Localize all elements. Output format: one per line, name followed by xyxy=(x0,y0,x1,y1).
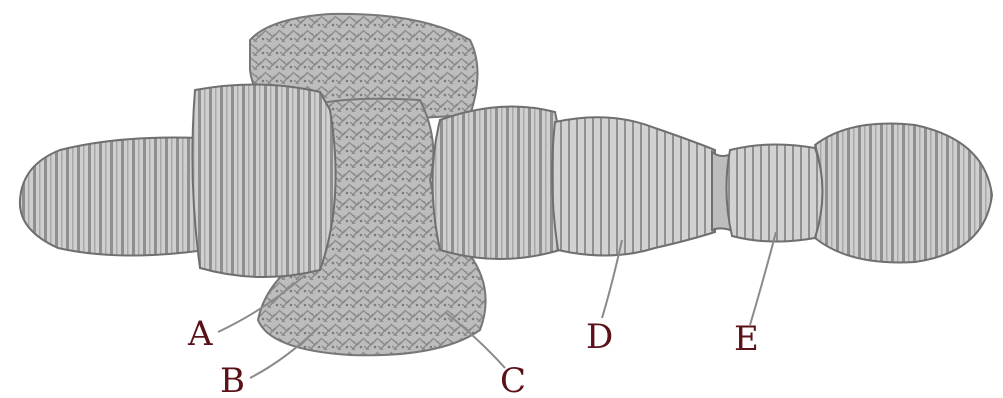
chromosome-mid-segment xyxy=(433,107,565,259)
chromosome-left-segment xyxy=(192,84,335,277)
label-a: A xyxy=(187,314,213,354)
leader-line-e xyxy=(750,232,776,325)
chromosome-segment-d xyxy=(552,117,715,255)
label-c: C xyxy=(500,361,526,398)
chromosome-right-end xyxy=(815,124,992,263)
label-e: E xyxy=(734,319,759,359)
chromosome-segment-e xyxy=(726,144,822,241)
label-d: D xyxy=(586,317,613,357)
chromosome-left-end xyxy=(20,138,205,256)
label-b: B xyxy=(220,361,245,398)
